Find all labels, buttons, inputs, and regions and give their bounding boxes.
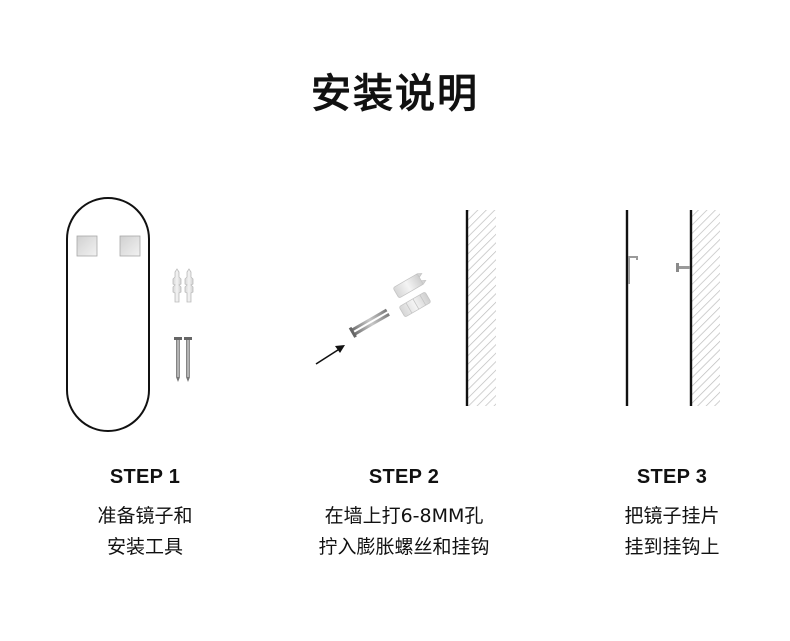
screw-icon [348,308,390,338]
wall-icon [689,210,720,406]
arrow-icon [315,345,345,365]
hook-icon [676,263,690,272]
screw-icon [174,337,192,382]
step-description: 在墙上打6-8MM孔 拧入膨胀螺丝和挂钩 [284,501,524,563]
wall-anchor-icon [172,268,194,303]
oval-mirror-icon [66,197,150,432]
step-description-line: 安装工具 [106,536,183,558]
step-description-line: 拧入膨胀螺丝和挂钩 [318,536,490,558]
hanging-plate-icon [625,210,638,406]
step-3: STEP 3 把镜子挂片 挂到挂钩上 [552,462,790,563]
wall-anchor-icon [393,273,431,317]
page-title: 安装说明 [311,71,479,117]
step-1: STEP 1 准备镜子和 安装工具 [25,462,265,563]
step-description-line: 把镜子挂片 [624,505,720,527]
hanging-plate-icon [76,235,141,257]
step-2: STEP 2 在墙上打6-8MM孔 拧入膨胀螺丝和挂钩 [284,462,524,563]
step-description-line: 挂到挂钩上 [624,536,720,558]
step-description-line: 在墙上打6-8MM孔 [324,505,484,527]
wall-icon [465,210,496,406]
step-description-line: 准备镜子和 [97,505,193,527]
step-label: STEP 3 [636,466,708,488]
step-label: STEP 2 [368,466,440,488]
step-description: 把镜子挂片 挂到挂钩上 [552,501,790,563]
step-description: 准备镜子和 安装工具 [25,501,265,563]
step-label: STEP 1 [109,466,181,488]
